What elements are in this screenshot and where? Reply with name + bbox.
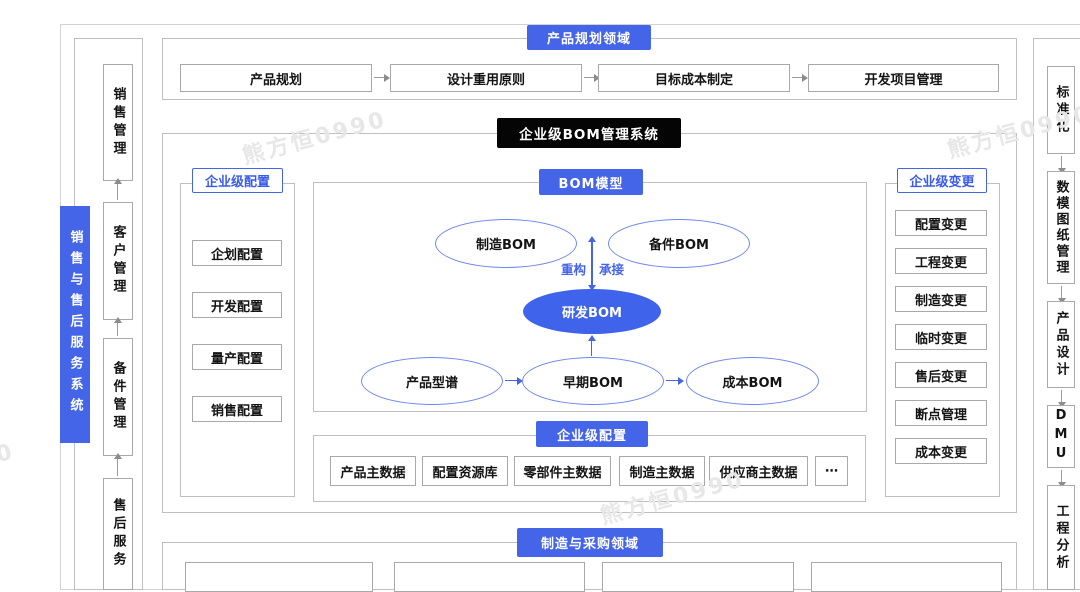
master-data-banner: 企业级配置 [536, 421, 648, 447]
box-product-masterdata: 产品主数据 [330, 456, 416, 486]
arrow-down-productdesign-to-dmu [1057, 390, 1066, 408]
arrow-label-inherit: 承接 [599, 262, 625, 277]
arrow-down-dmu-to-analysis [1057, 470, 1066, 488]
arrow-down-cad-to-productdesign [1057, 286, 1066, 304]
box-engineering-analysis: 工程分析 [1047, 485, 1075, 590]
box-product-planning: 产品规划 [180, 64, 372, 92]
box-parts-masterdata: 零部件主数据 [514, 456, 611, 486]
box-dev-project-management: 开发项目管理 [808, 64, 999, 92]
config-column-container [180, 183, 295, 497]
box-product-design: 产品设计 [1047, 301, 1075, 388]
bottom-box-4 [811, 562, 1002, 592]
box-config-change: 配置变更 [895, 210, 987, 236]
box-more-ellipsis: ⋯ [815, 456, 848, 486]
bottom-box-1 [185, 562, 373, 592]
box-manufacturing-masterdata: 制造主数据 [619, 456, 705, 486]
ellipse-spareparts-bom: 备件BOM [608, 219, 750, 268]
box-aftersales-service: 售后服务 [103, 478, 133, 590]
bom-model-banner: BOM模型 [539, 169, 643, 195]
box-massproduction-config: 量产配置 [192, 344, 282, 370]
arrow-right-2 [584, 73, 600, 82]
arrow-right-3 [792, 73, 808, 82]
arrow-up-customer-to-sales [113, 178, 122, 200]
arrow-right-spectrum-to-early [505, 376, 523, 385]
arrow-up-aftersales-to-spareparts [113, 453, 122, 476]
box-sales-management: 销售管理 [103, 64, 133, 181]
sales-aftersales-system-banner: 销售与售后服务系统 [60, 206, 90, 443]
product-planning-domain-banner: 产品规划领域 [527, 25, 651, 50]
box-customer-management: 客户管理 [103, 202, 133, 320]
enterprise-bom-system-banner: 企业级BOM管理系统 [497, 118, 681, 148]
arrow-label-rebuild: 重构 [560, 262, 586, 277]
ellipse-rd-bom: 研发BOM [523, 289, 661, 334]
watermark-left-edge: 熊方恒0990 [0, 439, 18, 502]
box-supplier-masterdata: 供应商主数据 [709, 456, 808, 486]
box-dmu: DMU [1047, 405, 1075, 468]
ellipse-manufacturing-bom: 制造BOM [435, 219, 577, 268]
box-development-config: 开发配置 [192, 292, 282, 318]
arrow-right-1 [374, 73, 390, 82]
box-manufacturing-change: 制造变更 [895, 286, 987, 312]
box-config-resource-library: 配置资源库 [422, 456, 508, 486]
box-engineering-change: 工程变更 [895, 248, 987, 274]
arrow-updown-rebuild-inherit [588, 236, 596, 291]
box-aftersales-change: 售后变更 [895, 362, 987, 388]
box-temporary-change: 临时变更 [895, 324, 987, 350]
box-spareparts-management: 备件管理 [103, 338, 133, 456]
arrow-down-standardization-to-cad [1057, 156, 1066, 174]
bottom-box-3 [602, 562, 794, 592]
box-breakpoint-management: 断点管理 [895, 400, 987, 426]
box-planning-config: 企划配置 [192, 240, 282, 266]
box-cost-change: 成本变更 [895, 438, 987, 464]
box-cad-drawing-management: 数模图纸管理 [1047, 171, 1075, 284]
box-sales-config: 销售配置 [192, 396, 282, 422]
arrow-up-spareparts-to-customer [113, 317, 122, 336]
box-standardization: 标准化 [1047, 66, 1075, 154]
manufacturing-procurement-banner: 制造与采购领域 [517, 528, 663, 557]
ellipse-early-bom: 早期BOM [522, 357, 664, 405]
arrow-up-early-to-rd [587, 335, 596, 356]
arrow-right-early-to-cost [666, 376, 684, 385]
box-design-reuse-principles: 设计重用原则 [390, 64, 582, 92]
ellipse-cost-bom: 成本BOM [686, 357, 819, 405]
ellipse-product-spectrum: 产品型谱 [361, 357, 503, 405]
config-column-label: 企业级配置 [192, 168, 283, 193]
box-target-cost-setting: 目标成本制定 [598, 64, 790, 92]
change-column-label: 企业级变更 [897, 168, 987, 193]
bottom-box-2 [394, 562, 585, 592]
